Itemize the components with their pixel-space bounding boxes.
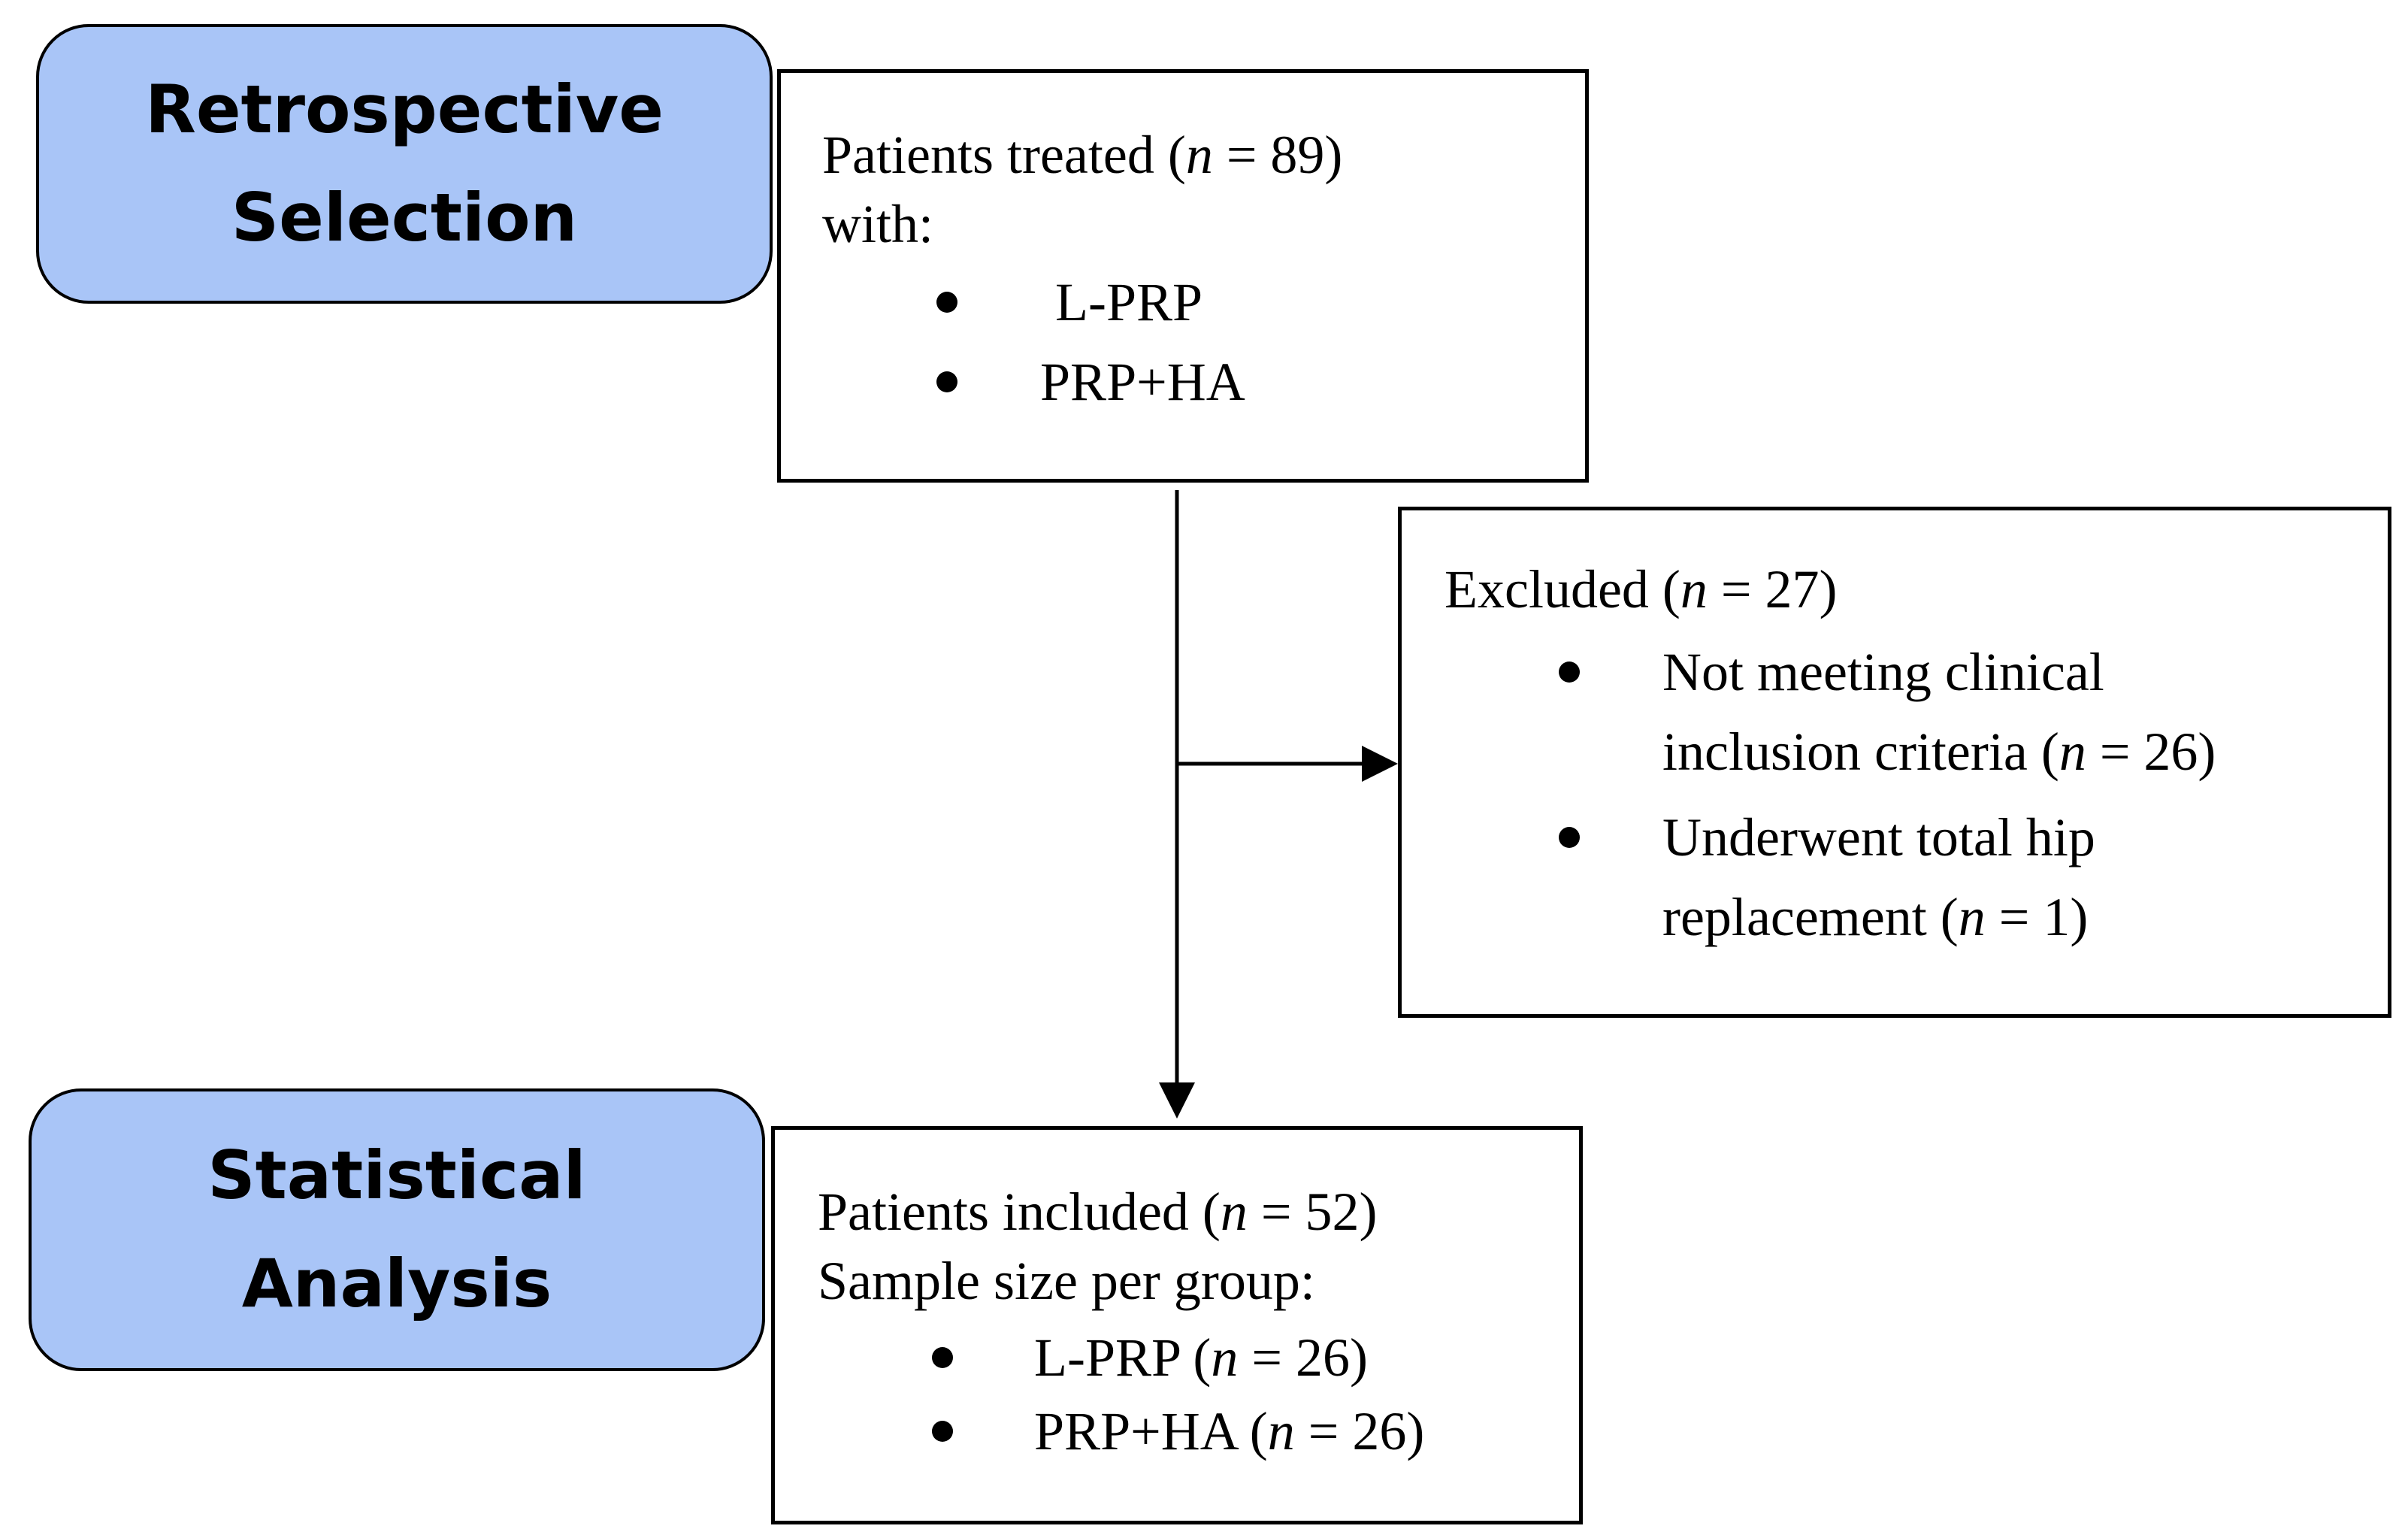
stage-retrospective-selection: Retrospective Selection: [36, 24, 773, 304]
stage-statistical-analysis: Statistical Analysis: [29, 1088, 765, 1371]
excluded-reason-2-line2: replacement (n = 1): [1662, 887, 2089, 947]
stage-retrospective-line1: Retrospective: [145, 71, 664, 148]
group-lprp: L-PRP (n = 26): [1034, 1328, 1368, 1388]
sample-size-label: Sample size per group:: [818, 1251, 1315, 1311]
bullet-dot: [1559, 662, 1580, 683]
bullet-dot: [936, 371, 957, 392]
exclusion-arrowhead: [1362, 746, 1398, 782]
treated-item-lprp: L-PRP: [1055, 272, 1203, 332]
treated-item-prpha: PRP+HA: [1040, 352, 1245, 412]
bullet-dot: [936, 292, 957, 313]
treated-with-text: with:: [822, 194, 934, 254]
stage-retrospective-line2: Selection: [231, 179, 578, 256]
excluded-reason-1-line2: inclusion criteria (n = 26): [1662, 722, 2216, 782]
main-flow-arrowhead: [1159, 1082, 1195, 1119]
patients-treated-box: [777, 69, 1589, 483]
excluded-count-text: Excluded (n = 27): [1444, 559, 1838, 619]
bullet-dot: [1559, 827, 1580, 848]
group-prpha: PRP+HA (n = 26): [1034, 1401, 1425, 1461]
bullet-dot: [932, 1347, 953, 1368]
stage-statistical-line2: Analysis: [241, 1245, 552, 1322]
stage-statistical-line1: Statistical: [207, 1137, 586, 1214]
included-count-text: Patients included (n = 52): [818, 1182, 1378, 1242]
excluded-box: [1398, 507, 2391, 1018]
patients-included-box: [771, 1126, 1583, 1524]
bullet-dot: [932, 1421, 953, 1442]
treated-count-text: Patients treated (n = 89): [822, 125, 1343, 185]
excluded-reason-1-line1: Not meeting clinical: [1662, 642, 2104, 702]
excluded-reason-2-line1: Underwent total hip: [1662, 807, 2095, 867]
